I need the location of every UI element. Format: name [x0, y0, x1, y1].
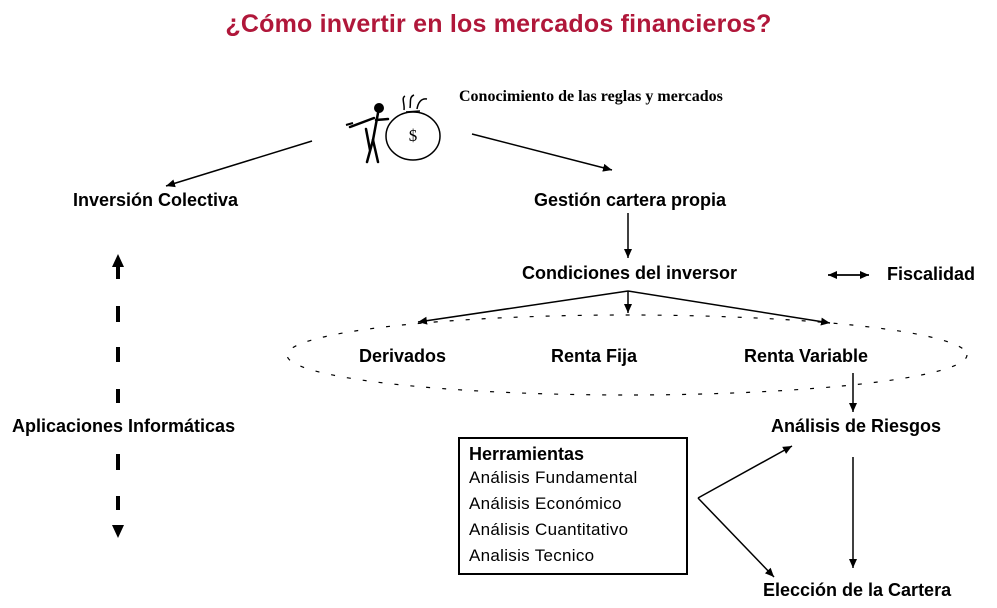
gestion-cartera-node: Gestión cartera propia — [534, 190, 727, 210]
derivados-node: Derivados — [359, 346, 447, 366]
herramienta-item: Análisis Cuantitativo — [469, 520, 629, 539]
dashed-bidirectional-arrow — [112, 254, 124, 538]
fiscalidad-node: Fiscalidad — [887, 264, 976, 284]
herramienta-item: Análisis Fundamental — [469, 468, 638, 487]
conocimiento-label: Conocimiento de las reglas y mercados — [459, 88, 723, 105]
renta-variable-node: Renta Variable — [744, 346, 869, 366]
money-bag-icon: $ — [385, 94, 441, 161]
herramienta-item: Análisis Económico — [469, 494, 622, 513]
condiciones-node: Condiciones del inversor — [522, 263, 738, 283]
stick-figure-icon — [348, 103, 390, 164]
herramientas-box: Herramientas Análisis Fundamental Anális… — [458, 437, 688, 575]
analisis-riesgos-node: Análisis de Riesgos — [771, 416, 942, 436]
herramienta-item: Analisis Tecnico — [469, 546, 595, 565]
eleccion-cartera-node: Elección de la Cartera — [763, 580, 952, 600]
money-symbol: $ — [409, 126, 418, 145]
diagram-title: ¿Cómo invertir en los mercados financier… — [225, 10, 772, 38]
renta-fija-node: Renta Fija — [551, 346, 638, 366]
aplicaciones-node: Aplicaciones Informáticas — [12, 416, 236, 436]
herramientas-title: Herramientas — [469, 444, 585, 464]
inversion-colectiva-node: Inversión Colectiva — [73, 190, 239, 210]
